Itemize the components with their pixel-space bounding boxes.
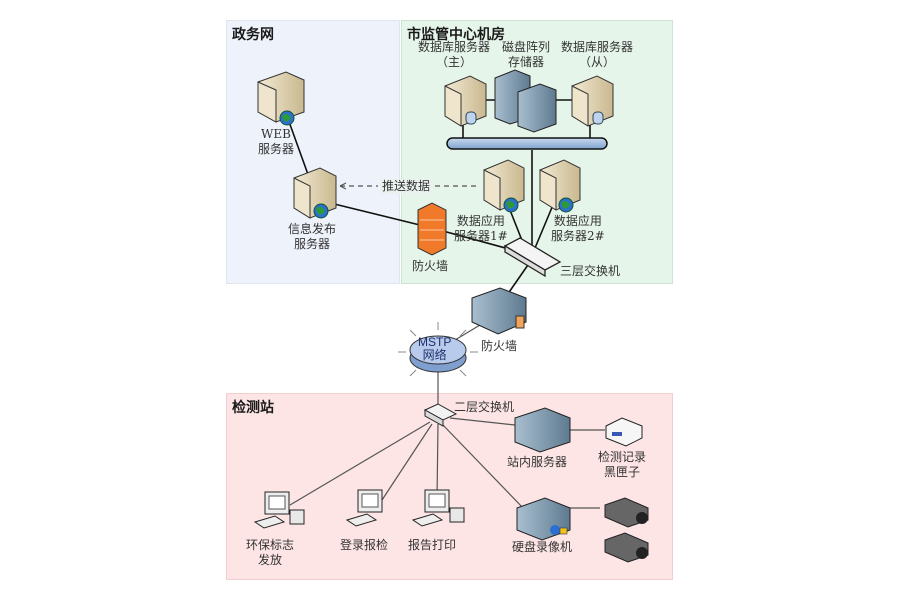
pc-report-icon [411,489,465,527]
l3-switch-icon [503,237,562,278]
db-slave-icon [571,75,614,127]
label-info-server: 信息发布 服务器 [288,222,336,252]
label-pc-register: 登录报检 [340,538,389,552]
label-line: 黑匣子 [604,465,641,479]
app-server-2-icon [539,159,581,213]
label-db-master: 数据库服务器 （主） [418,40,490,70]
label-l2-switch: 二层交换机 [454,400,515,414]
push-data-arrow [339,182,480,190]
link-l2-pc-eco [289,421,431,506]
label-firewall-main: 防火墙 [481,339,518,353]
label-pc-eco: 环保标志 发放 [246,538,294,568]
label-app-server-2: 数据应用 服务器2# [551,214,605,244]
link-l2-nvr [441,423,526,511]
label-line: （主） [436,55,473,69]
mstp-network-icon [398,322,478,377]
label-line: 存储器 [508,55,545,69]
l2-switch-icon [423,403,458,427]
link-l2-server [449,417,516,426]
app-server-1-icon [483,159,525,213]
label-push-data: 推送数据 [380,179,433,194]
label-station-server: 站内服务器 [507,455,568,469]
zone-title-center: 市监管中心机房 [407,27,505,43]
label-line: MSTP [418,335,452,349]
label-line: 信息发布 [288,222,337,236]
label-mstp: MSTP 网络 [418,336,451,362]
camera-1-icon [604,497,649,528]
label-line: 数据库服务器 [561,40,634,54]
label-l3-switch: 三层交换机 [560,264,621,278]
web-server-icon [257,71,305,126]
label-line: 数据应用 [553,214,602,228]
link-info-firewall [317,199,433,229]
zone-title-gov: 政务网 [232,27,274,43]
label-line: 磁盘阵列 [502,40,551,54]
label-app-server-1: 数据应用 服务器1# [454,214,508,244]
firewall-main-icon [471,287,527,335]
storage-bus [446,137,608,150]
label-line: 网络 [422,348,447,362]
zone-inspection-station: 检测站 [226,393,673,580]
zone-title-station: 检测站 [232,400,274,416]
label-pc-report: 报告打印 [408,538,457,552]
label-line: 数据库服务器 [418,40,491,54]
pc-register-icon [345,489,383,527]
label-nvr: 硬盘录像机 [512,540,573,554]
link-firewall-mstp [454,324,481,341]
db-master-icon [444,75,487,127]
black-box-icon [605,417,643,447]
station-server-icon [514,407,571,453]
label-black-box: 检测记录 黑匣子 [598,450,646,480]
label-line: 服务器 [294,237,331,251]
link-l2-pc-register [381,423,433,501]
pc-eco-icon [253,491,305,529]
label-line: 发放 [258,553,283,567]
label-line: 检测记录 [598,450,647,464]
label-web-server: WEB 服务器 [258,127,294,157]
label-line: WEB [261,127,291,141]
label-disk-array: 磁盘阵列 存储器 [502,40,550,70]
zone-government-network: 政务网 [226,20,400,284]
label-line: 服务器1# [454,229,508,243]
link-l2-pc-report [436,423,439,501]
firewall-gov-icon [417,202,447,256]
label-firewall-gov: 防火墙 [412,259,449,273]
label-line: 环保标志 [246,538,295,552]
nvr-icon [516,497,571,541]
label-line: 数据应用 [456,214,505,228]
label-line: 服务器 [258,142,295,156]
label-db-slave: 数据库服务器 （从） [561,40,633,70]
info-server-icon [293,167,337,219]
link-app2-switch [534,204,554,249]
label-line: （从） [579,55,616,69]
disk-array-icon [494,69,557,133]
label-line: 服务器2# [551,229,605,243]
camera-2-icon [604,532,649,563]
